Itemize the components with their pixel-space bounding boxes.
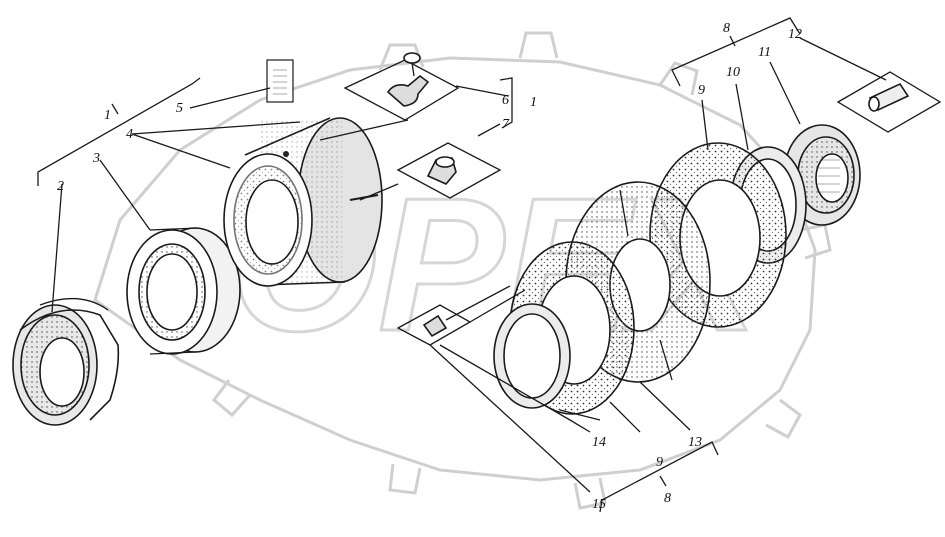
part-14-ring: [493, 303, 571, 409]
label-1-right: 1: [530, 95, 537, 110]
label-14: 14: [592, 435, 606, 450]
label-8-top: 8: [723, 21, 730, 36]
label-9-lower: 9: [656, 455, 663, 470]
label-11: 11: [758, 45, 771, 60]
part-6-fitting: [343, 52, 460, 121]
label-7: 7: [502, 117, 510, 132]
label-5: 5: [176, 101, 183, 116]
part-2-hub: [12, 297, 120, 426]
part-3-bearing: [126, 227, 241, 355]
part-7-plug: [396, 142, 502, 199]
leader-lines: [37, 17, 887, 513]
label-12: 12: [788, 27, 802, 42]
label-15: 15: [592, 497, 606, 512]
label-13: 13: [688, 435, 702, 450]
label-1-left: 1: [104, 108, 111, 123]
part-4-housing: [223, 117, 383, 287]
label-9-upper: 9: [698, 83, 705, 98]
label-3: 3: [92, 151, 100, 166]
part-5-spring: [266, 59, 294, 103]
label-6: 6: [502, 93, 509, 108]
part-12-bolt: [836, 71, 942, 133]
label-8-bottom: 8: [664, 491, 671, 506]
part-labels: 1 2 3 4 5 6 1 7 8 9 10 11 12 13 9 14 15 …: [57, 21, 802, 512]
label-4: 4: [126, 127, 133, 142]
label-2: 2: [57, 179, 64, 194]
label-10: 10: [726, 65, 740, 80]
